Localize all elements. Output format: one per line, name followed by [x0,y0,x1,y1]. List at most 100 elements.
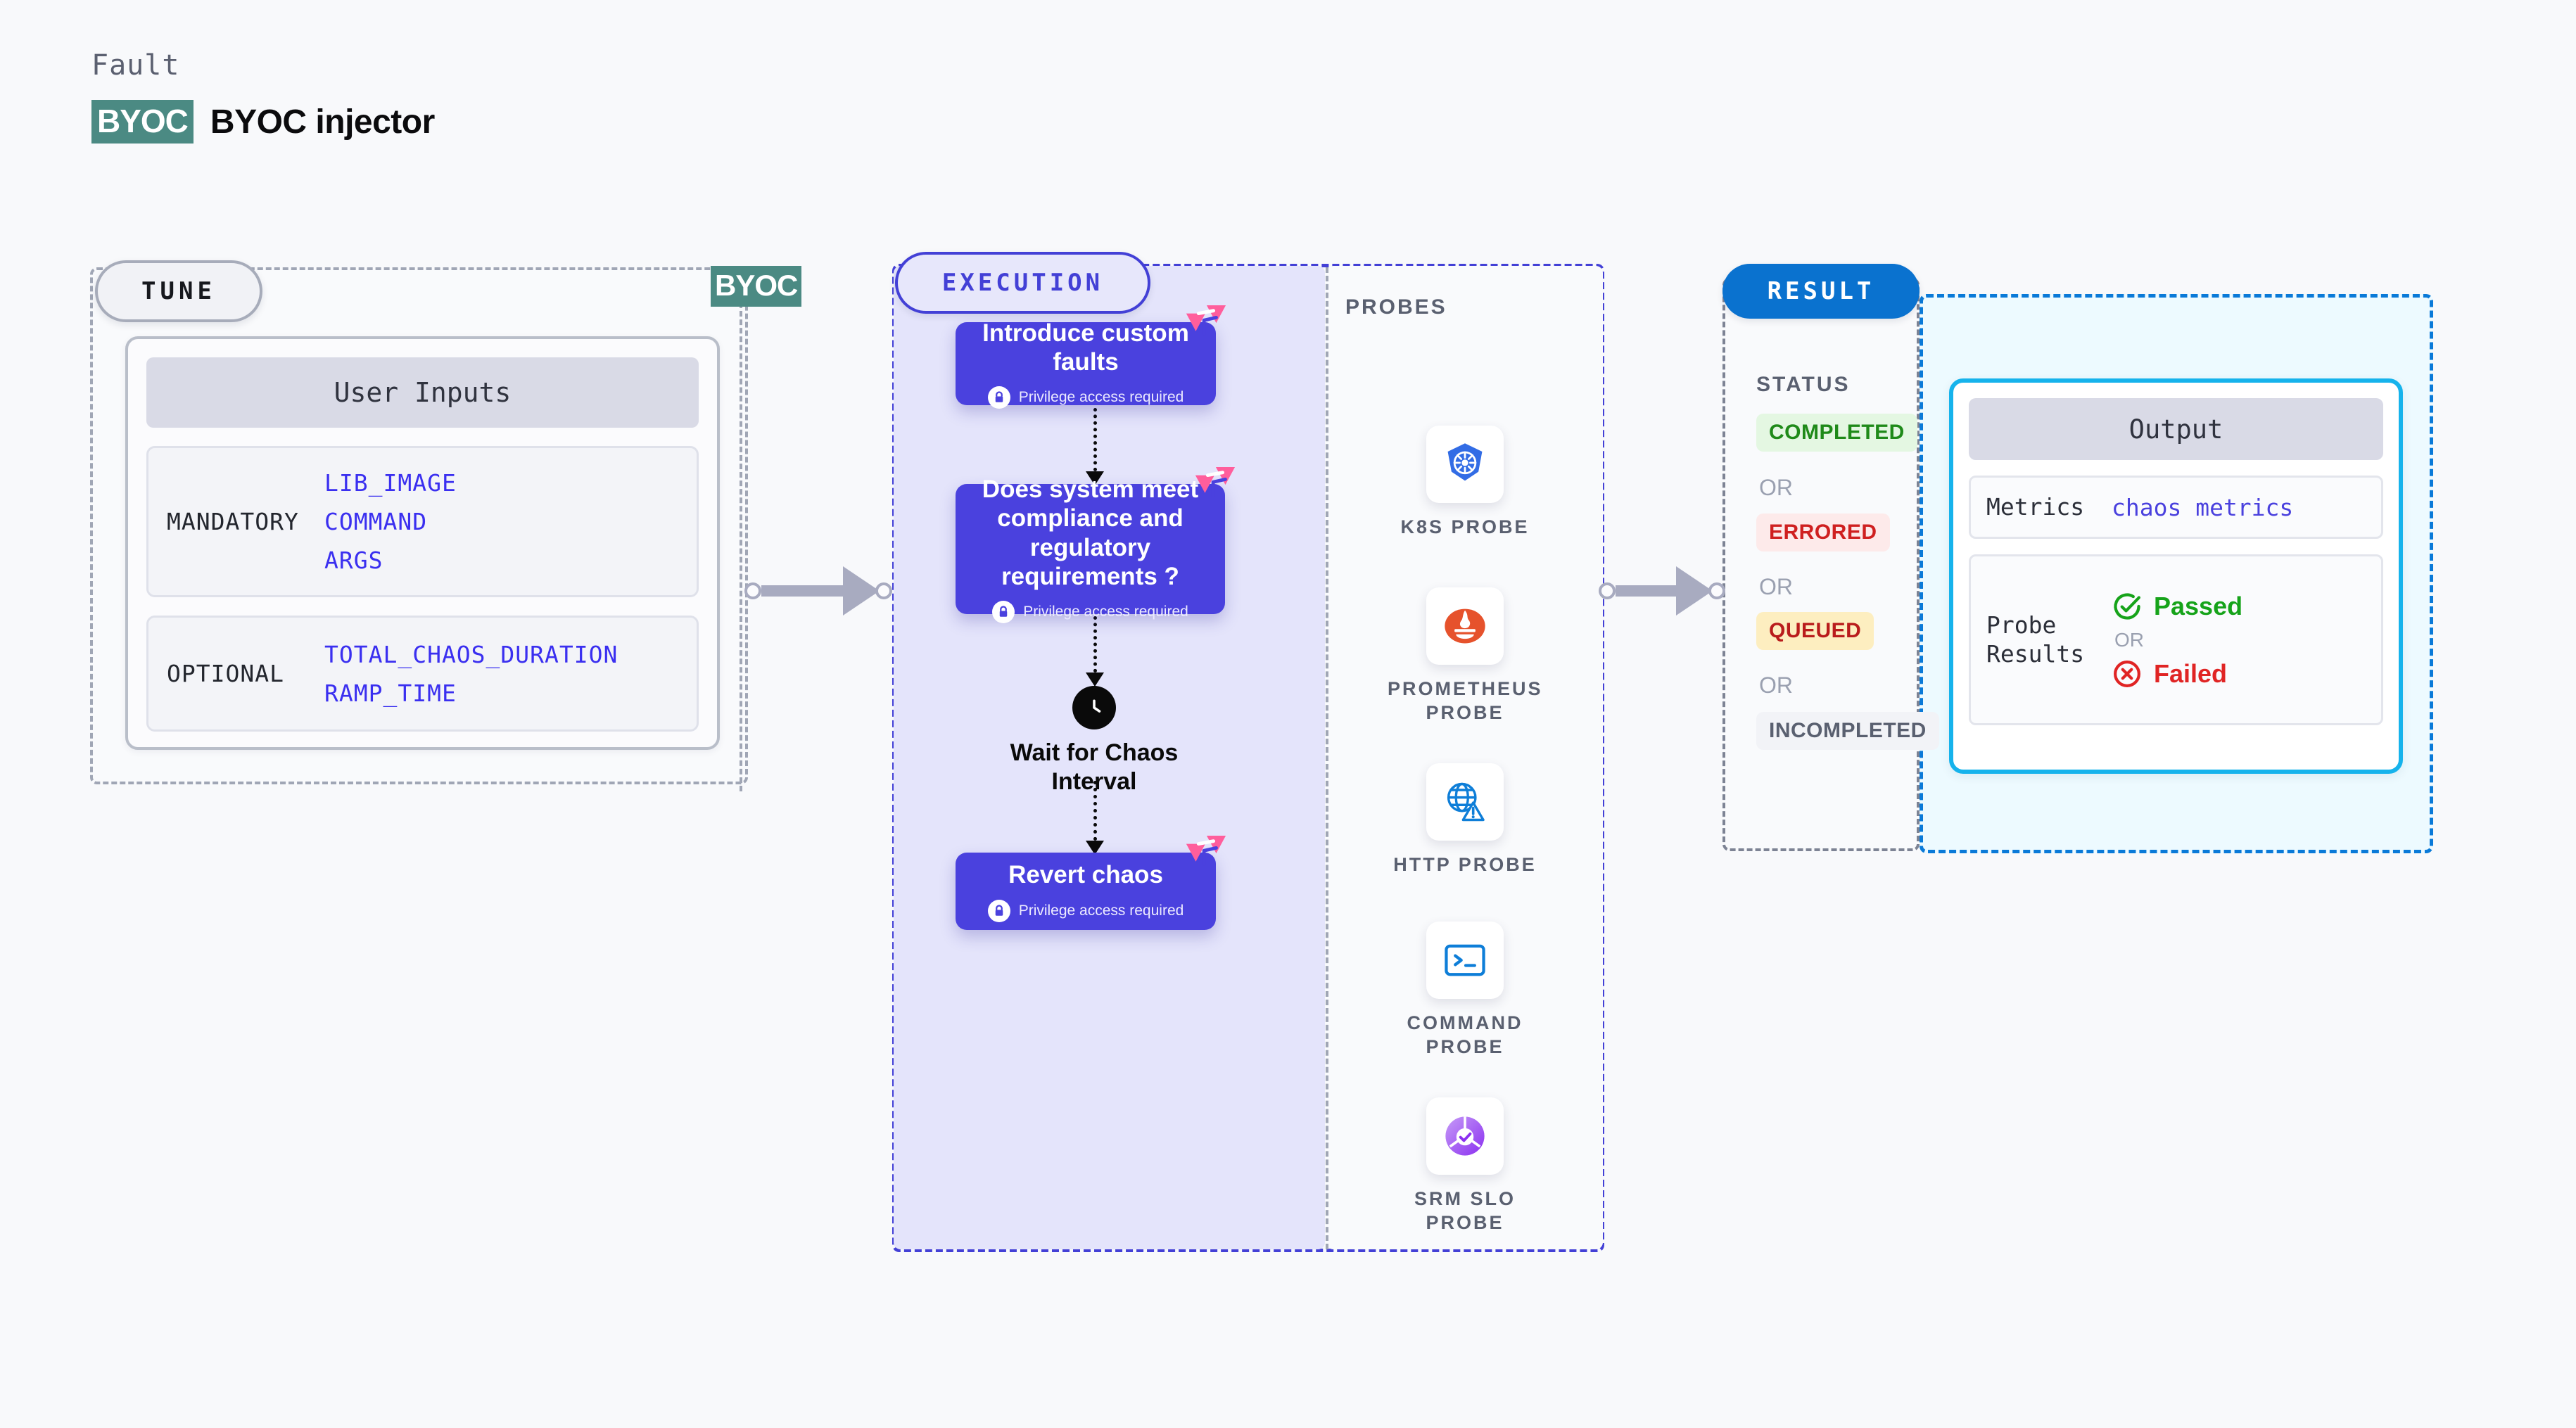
execution-node-title: Introduce custom faults [982,319,1189,376]
execution-node-compliance-check[interactable]: Does system meet compliance and regulato… [956,466,1236,624]
flow-arrowhead [1086,841,1104,855]
probe-result-passed-label: Passed [2154,591,2243,620]
probe-label: HTTP PROBE [1393,854,1537,875]
flow-arrowhead [1086,672,1104,687]
wait-for-chaos-interval-label: Wait for Chaos Interval [1010,739,1179,795]
user-inputs-header: User Inputs [146,357,699,428]
check-circle-icon [2114,592,2140,620]
byoc-badge: BYOC [91,100,193,144]
status-badge-incompleted: INCOMPLETED [1756,712,1939,750]
connector-arrowhead [1676,566,1713,616]
connector-start-dot [744,582,761,599]
status-badge-text: ERRORED [1756,514,1890,552]
privilege-badge: Privilege access required [987,899,1184,922]
param-group-name: MANDATORY [167,508,299,535]
probe-item-k8s[interactable]: K8S PROBE [1388,426,1542,540]
globe-warning-icon [1426,763,1504,841]
param-value-list: LIB_IMAGE COMMAND ARGS [324,458,697,585]
connector-execution-to-result [1599,566,1725,616]
flow-connector-2 [1086,616,1104,687]
output-card-header: Output [1969,398,2383,460]
connector-line [761,585,843,597]
lock-icon [987,899,1010,922]
execution-node-introduce-custom-faults[interactable]: Introduce custom faults Privilege access… [956,305,1226,409]
probe-label: K8S PROBE [1400,516,1530,537]
flow-arrowhead [1086,471,1104,485]
lock-icon [992,601,1015,624]
status-badge-text: COMPLETED [1756,414,1917,452]
user-inputs-card: User Inputs MANDATORY LIB_IMAGE COMMAND … [125,336,720,750]
probe-label: PROMETHEUS PROBE [1388,678,1543,723]
output-metrics-value[interactable]: chaos metrics [2112,493,2294,521]
flow-line [1093,408,1097,471]
kubernetes-icon [1426,426,1504,503]
status-badge-completed: COMPLETED [1756,414,1917,452]
param-value[interactable]: COMMAND [324,508,428,535]
status-section-label: STATUS [1756,373,1851,396]
privilege-badge: Privilege access required [987,386,1184,409]
page-title: BYOC injector [210,103,435,141]
clock-icon [1072,686,1116,729]
param-group-optional: OPTIONAL TOTAL_CHAOS_DURATION RAMP_TIME [146,616,699,732]
execution-node-title: Revert chaos [1008,861,1163,889]
status-or-separator: OR [1759,672,1793,698]
probe-label: SRM SLO PROBE [1414,1188,1516,1233]
output-card: Output Metrics chaos metrics Probe Resul… [1949,378,2403,774]
connector-end-dot [875,582,892,599]
execution-fill [894,266,1325,1249]
connector-arrowhead [843,566,880,616]
harness-logo-icon [1186,305,1226,336]
status-or-separator: OR [1759,475,1793,500]
param-group-mandatory: MANDATORY LIB_IMAGE COMMAND ARGS [146,446,699,597]
output-row-metrics: Metrics chaos metrics [1969,476,2383,539]
execution-node-revert-chaos[interactable]: Revert chaos Privilege access required [956,835,1226,930]
param-value-list: TOTAL_CHAOS_DURATION RAMP_TIME [324,630,697,718]
param-value[interactable]: ARGS [324,547,383,574]
flow-line [1093,616,1097,672]
result-pill-label: RESULT [1722,264,1920,319]
byoc-dashed-line [740,302,742,791]
param-value[interactable]: RAMP_TIME [324,679,457,707]
output-row-probe-results: Probe Results Passed OR Failed [1969,554,2383,725]
output-row-label: Metrics [1986,492,2085,521]
probe-item-srm-slo[interactable]: SRM SLO PROBE [1388,1097,1542,1235]
srm-slo-icon [1426,1097,1504,1175]
prometheus-icon [1426,587,1504,665]
probes-section-label: PROBES [1345,295,1447,319]
terminal-icon [1426,922,1504,999]
status-badge-errored: ERRORED [1756,514,1890,552]
probe-result-failed-label: Failed [2154,658,2228,688]
param-value[interactable]: TOTAL_CHAOS_DURATION [324,640,618,668]
privilege-text: Privilege access required [1018,902,1184,919]
probe-label: COMMAND PROBE [1407,1012,1523,1057]
connector-start-dot [1599,582,1616,599]
flow-line [1093,781,1097,841]
privilege-text: Privilege access required [1023,604,1188,620]
connector-line [1616,585,1676,597]
privilege-badge: Privilege access required [992,601,1188,624]
probe-result-values: Passed OR Failed [2112,588,2381,692]
probe-item-command[interactable]: COMMAND PROBE [1388,922,1542,1059]
fault-kicker: Fault [91,49,180,82]
probe-result-or-separator: OR [2114,628,2144,651]
status-badge-text: QUEUED [1756,612,1874,650]
status-badge-text: INCOMPLETED [1756,712,1939,750]
page-header: Fault BYOC BYOC injector [91,49,435,144]
probes-divider [1326,267,1328,1249]
param-value[interactable]: LIB_IMAGE [324,469,457,497]
x-circle-icon [2114,660,2140,687]
probe-result-passed: Passed [2112,591,2381,622]
probe-item-prometheus[interactable]: PROMETHEUS PROBE [1388,587,1542,725]
title-row: BYOC BYOC injector [91,100,435,144]
privilege-text: Privilege access required [1018,389,1184,406]
status-badge-queued: QUEUED [1756,612,1874,650]
connector-end-dot [1708,582,1725,599]
param-group-name: OPTIONAL [167,660,284,687]
result-status-section [1722,278,1920,851]
execution-node-title: Does system meet compliance and regulato… [982,475,1199,590]
harness-logo-icon [1195,466,1236,498]
status-or-separator: OR [1759,574,1793,599]
harness-logo-icon [1186,835,1226,867]
probe-item-http[interactable]: HTTP PROBE [1388,763,1542,877]
connector-tune-to-execution [744,566,892,616]
